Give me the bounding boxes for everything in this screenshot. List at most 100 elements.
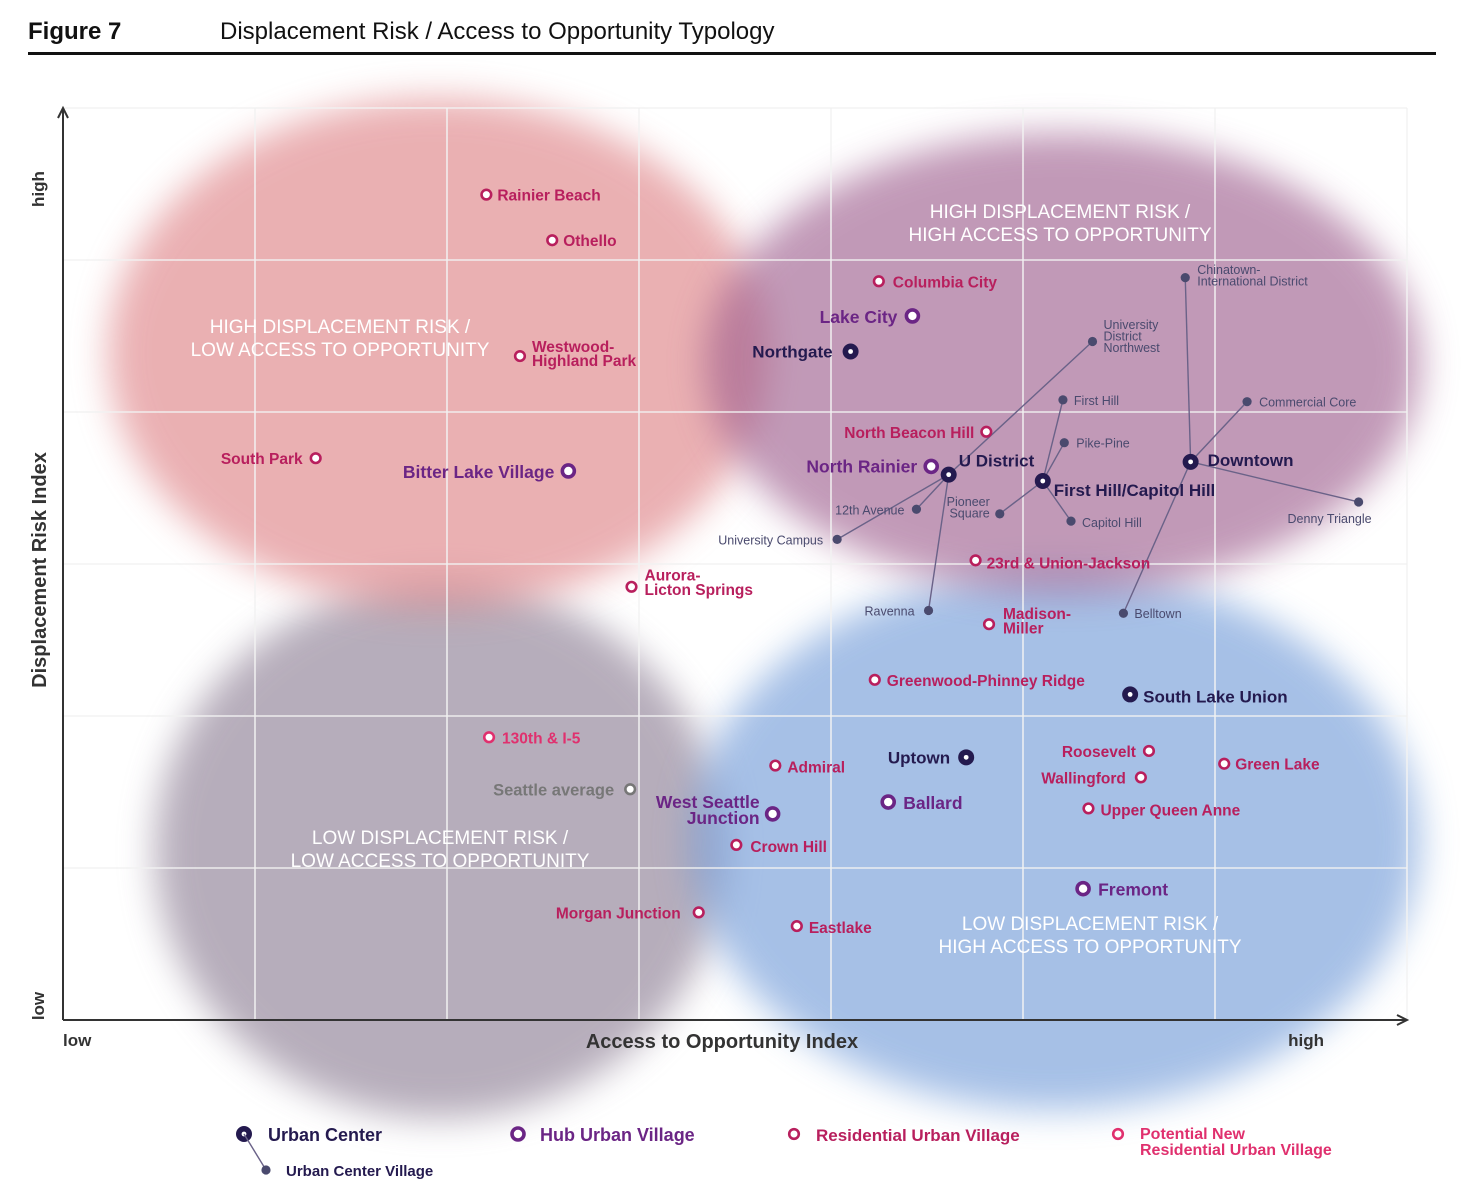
point-label: South Park	[221, 451, 303, 468]
point-label: Othello	[563, 233, 616, 250]
legend-potential-marker	[1111, 1127, 1125, 1141]
connector-line	[1190, 461, 1359, 503]
point-label: Commercial Core	[1259, 396, 1356, 410]
point-label: Ballard	[903, 793, 962, 813]
hub-point	[904, 308, 921, 324]
zone-label-line: HIGH ACCESS TO OPPORTUNITY	[908, 225, 1211, 246]
point-label: Seattle average	[493, 781, 614, 799]
residential-point	[1082, 802, 1095, 815]
legend-urban-center-label: Urban Center	[268, 1125, 382, 1145]
urban-center-village-point	[995, 509, 1005, 519]
point-label-line: University	[1104, 318, 1160, 332]
point-label-line: Highland Park	[532, 353, 637, 370]
residential-point	[480, 188, 493, 201]
urban-center-point-center	[848, 349, 853, 354]
point-label-line: Aurora-	[645, 568, 701, 585]
zone-blue	[690, 570, 1420, 1110]
urban-center-village-point	[1059, 438, 1069, 448]
zone-label-line: HIGH DISPLACEMENT RISK /	[930, 202, 1191, 223]
residential-point	[980, 425, 993, 438]
urban-center-village-point	[1087, 336, 1098, 347]
urban-center-village-point	[923, 605, 934, 616]
x-tick-label: low	[63, 1031, 92, 1050]
point-label: 23rd & Union-Jackson	[987, 555, 1151, 572]
urban-center-village-point	[1066, 516, 1076, 526]
point-label: Pike-Pine	[1076, 437, 1130, 451]
point-label: South Lake Union	[1143, 687, 1288, 706]
residential-point	[1134, 771, 1147, 784]
point-label: Capitol Hill	[1082, 516, 1142, 530]
urban-center-point-center	[1188, 459, 1194, 465]
y-axis-arrow	[57, 105, 69, 119]
hub-point	[923, 458, 940, 475]
point-label: Lake City	[820, 307, 898, 327]
figure-header: Figure 7 Displacement Risk / Access to O…	[28, 14, 1436, 55]
zone-purple	[705, 133, 1421, 593]
urban-center-village-point	[911, 504, 922, 514]
zone-label: LOW DISPLACEMENT RISK /LOW ACCESS TO OPP…	[291, 828, 590, 872]
zone-labels-layer: HIGH DISPLACEMENT RISK /LOW ACCESS TO OP…	[191, 202, 1242, 958]
hub-point	[1075, 880, 1091, 897]
legend-connector	[243, 1133, 267, 1171]
point-label: Upper Queen Anne	[1100, 802, 1240, 819]
zone-label-line: HIGH ACCESS TO OPPORTUNITY	[938, 937, 1241, 958]
residential-point	[692, 906, 705, 919]
point-label: Bitter Lake Village	[403, 462, 555, 482]
point-label-line: West Seattle	[656, 792, 760, 812]
zone-label: HIGH DISPLACEMENT RISK /LOW ACCESS TO OP…	[191, 317, 490, 361]
point-label: Columbia City	[893, 274, 998, 291]
point-label: Downtown	[1208, 451, 1294, 470]
residential-point	[546, 234, 559, 247]
hub-point	[560, 463, 577, 479]
potential-point	[482, 731, 496, 744]
point-label: North Beacon Hill	[844, 425, 974, 442]
point-label: 12th Avenue	[835, 503, 904, 517]
urban-center-village-point	[1058, 395, 1068, 405]
point-label: Ravenna	[864, 605, 914, 619]
urban-center-point-center	[1040, 478, 1046, 484]
x-axis-arrow	[1396, 1014, 1410, 1026]
legend-hub-marker	[510, 1126, 526, 1142]
residential-point	[1142, 744, 1156, 758]
zone-label-line: HIGH DISPLACEMENT RISK /	[210, 317, 471, 338]
urban-center-village-point	[1118, 608, 1129, 618]
point-label: Green Lake	[1235, 757, 1320, 774]
point-label: Morgan Junction	[556, 905, 681, 922]
point-label-line: Pioneer	[947, 495, 990, 509]
point-label-line: Westwood-	[532, 339, 614, 356]
zone-red	[108, 98, 768, 608]
urban-center-village-point	[1354, 497, 1364, 507]
urban-center-village-point	[1180, 273, 1190, 283]
point-label: Madison-Miller	[1003, 606, 1071, 637]
residential-point	[872, 275, 885, 288]
connector-line	[836, 474, 950, 540]
point-label: U District	[959, 452, 1035, 471]
point-label: North Rainier	[806, 456, 917, 476]
point-label: 130th & I-5	[502, 730, 581, 747]
figure-label: Figure 7	[28, 18, 122, 45]
zone-label: LOW DISPLACEMENT RISK /HIGH ACCESS TO OP…	[938, 914, 1241, 958]
hub-point	[880, 794, 897, 810]
residential-point	[309, 452, 322, 465]
point-label: Chinatown-International District	[1197, 263, 1308, 289]
zone-label-line: LOW DISPLACEMENT RISK /	[312, 828, 569, 849]
point-label-line: Chinatown-	[1197, 263, 1260, 277]
connector-line	[948, 340, 1093, 476]
residential-point	[790, 919, 803, 933]
residential-point	[769, 759, 782, 772]
point-label-line: Miller	[1003, 620, 1043, 637]
legend-residential-label: Residential Urban Village	[816, 1126, 1020, 1145]
urban-center-village-point	[832, 534, 842, 544]
residential-point	[730, 838, 743, 851]
point-label-line: Junction	[687, 808, 760, 828]
point-label: Northgate	[752, 343, 832, 362]
point-label: Fremont	[1098, 880, 1168, 900]
point-label: Crown Hill	[750, 839, 827, 856]
point-label-line: Northwest	[1104, 341, 1161, 355]
point-label: Belltown	[1134, 607, 1181, 621]
connector-line	[1184, 277, 1192, 462]
urban-center-point-center	[946, 472, 952, 478]
